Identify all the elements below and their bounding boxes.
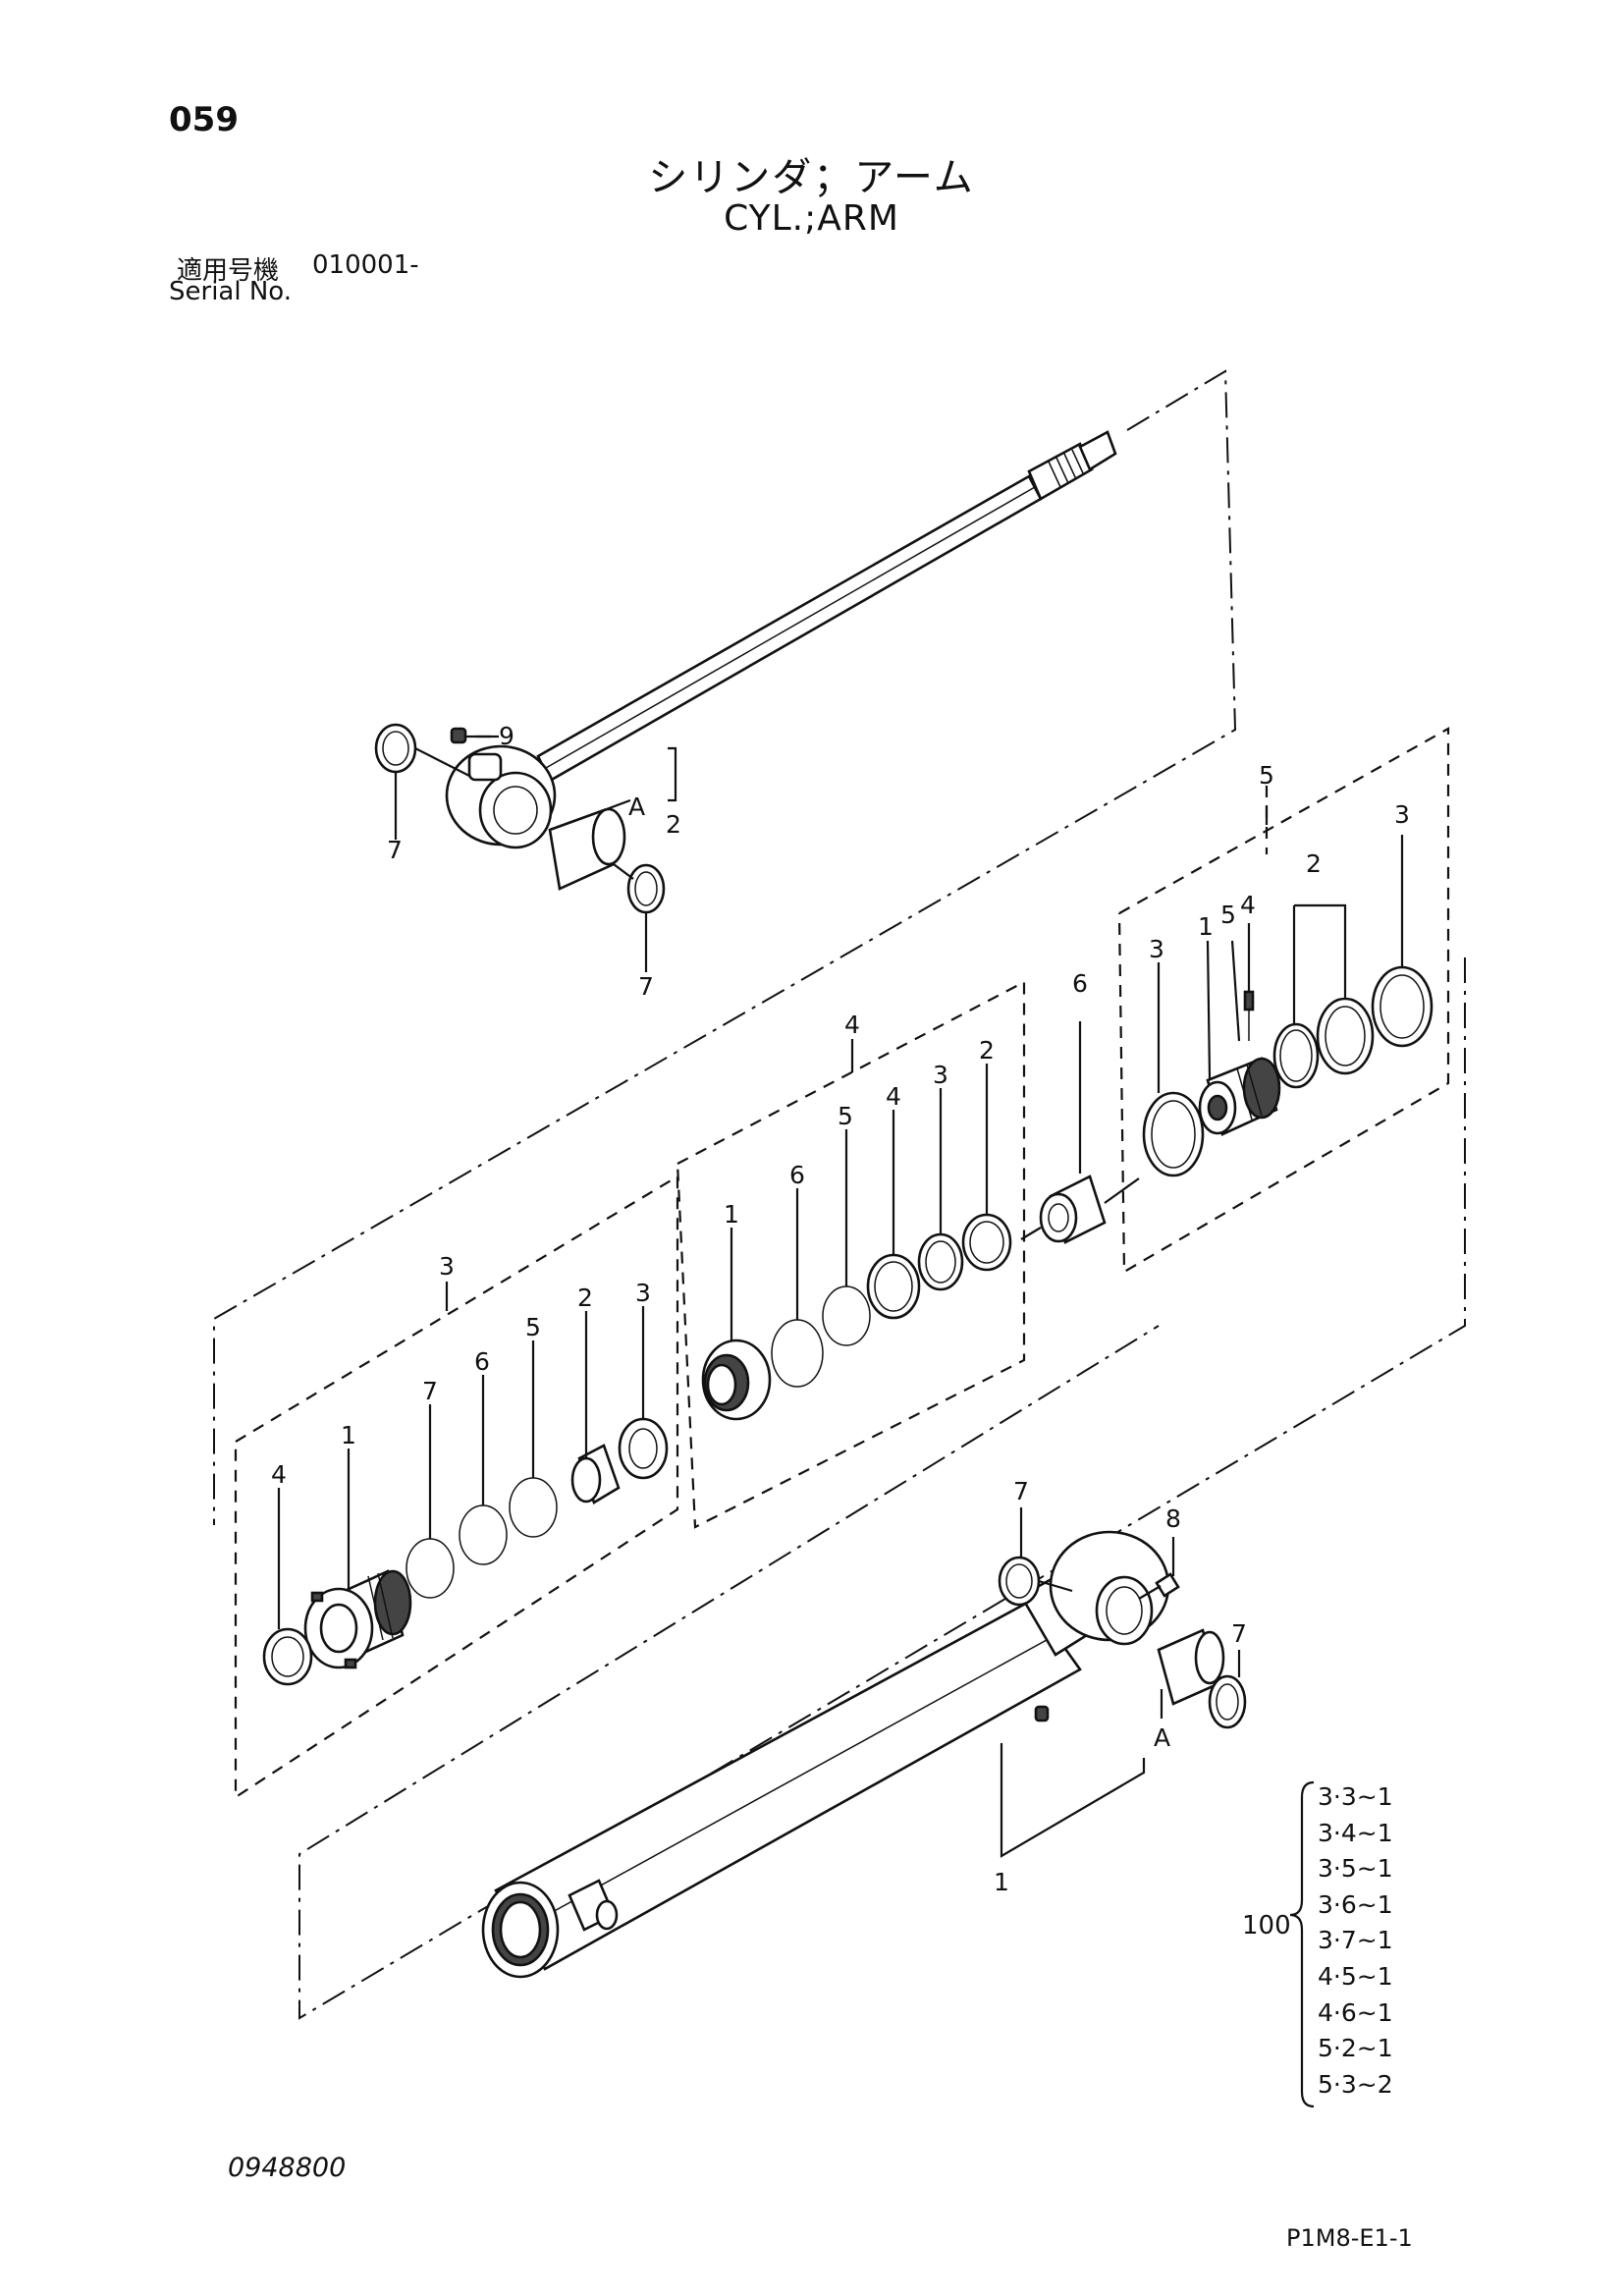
kit-item: 3·4~1 — [1318, 1818, 1393, 1847]
rod-bushing — [548, 807, 626, 891]
serial-label-jp: 適用号機 — [177, 256, 280, 286]
callout-rod-wiper-left: 7 — [387, 836, 403, 864]
kit-item: 3·7~1 — [1318, 1926, 1393, 1955]
kit-item: 4·6~1 — [1318, 1997, 1393, 2027]
tube-grease-fitting-8 — [1138, 1572, 1180, 1600]
callout-tube-group: 1 — [994, 1868, 1009, 1896]
callout-head-body-1: 1 — [341, 1421, 356, 1449]
callout-head-bushing-2: 2 — [577, 1284, 593, 1312]
callout-head-seal-3: 3 — [933, 1061, 948, 1089]
callout-head-backup-6: 6 — [474, 1347, 490, 1376]
head-seal-4 — [866, 1253, 921, 1320]
head-seal-group-outline — [676, 980, 1026, 1529]
kit-item: 3·3~1 — [1318, 1782, 1393, 1811]
rod-group-outline — [213, 369, 1237, 1525]
callout-piston-nut: 3 — [1394, 800, 1410, 829]
callout-rod-wiper-lower: 7 — [638, 972, 654, 1001]
rod-tip — [1078, 430, 1117, 471]
callout-piston-setscrew: 4 — [1240, 891, 1256, 919]
head-ring-3 — [618, 1417, 669, 1480]
callout-tube-grease-8: 8 — [1165, 1504, 1181, 1533]
piston-setscrew — [1243, 990, 1255, 1011]
callout-head-seal-4: 4 — [886, 1082, 901, 1111]
piston-group-outline — [1117, 727, 1450, 1274]
callout-bushing-a: A — [628, 793, 645, 821]
tube-bushing — [1157, 1628, 1225, 1706]
head-oring-7 — [406, 1538, 455, 1599]
piston-seal-2b — [1272, 1022, 1320, 1089]
callout-rod-group: 2 — [666, 810, 681, 839]
kit-item: 5·2~1 — [1318, 2034, 1393, 2063]
callout-head-seal-5: 5 — [838, 1102, 853, 1130]
tube-wiper-7b — [1208, 1674, 1247, 1729]
head-oring-5 — [509, 1477, 558, 1538]
head-seal-6 — [771, 1319, 824, 1388]
piston-ring-outer — [1142, 1091, 1205, 1177]
callout-head-oring-7: 7 — [422, 1377, 438, 1405]
callout-grease-fitting: 9 — [499, 722, 514, 750]
kit-label: 100 — [1242, 1911, 1291, 1941]
tube-group-outline — [298, 957, 1466, 2020]
piston-body — [1198, 1057, 1281, 1136]
head-bushing-2 — [570, 1444, 621, 1504]
piston-nut-3 — [1371, 965, 1434, 1048]
page-title-jp: シリンダ；アーム — [648, 155, 975, 200]
callout-head-wiper-4: 4 — [271, 1460, 287, 1489]
rod-assembly: 9 A 2 7 7 — [213, 369, 1237, 1525]
kit-item: 4·5~1 — [1318, 1961, 1393, 1991]
head-group-outline — [234, 1175, 679, 1800]
head-seal-group: 4 2 3 4 5 6 1 — [676, 980, 1026, 1529]
kit-item: 3·5~1 — [1318, 1854, 1393, 1884]
callout-head-seal-group: 4 — [844, 1011, 860, 1039]
callout-head-seal-1: 1 — [724, 1200, 739, 1229]
cylinder-tube-assembly: 7 8 7 A 1 — [298, 957, 1466, 2020]
callout-cushion-bearing: 6 — [1072, 969, 1088, 998]
serial-value: 010001- — [312, 250, 419, 280]
callout-tube-wiper-7a: 7 — [1013, 1477, 1029, 1505]
page-code: P1M8-E1-1 — [1286, 2224, 1413, 2252]
callout-head-oring-5: 5 — [525, 1313, 541, 1341]
callout-piston-screw: 5 — [1220, 901, 1236, 929]
doc-number: 0948800 — [228, 2153, 347, 2183]
kit-list: 3·3~1 3·4~1 3·5~1 3·6~1 3·7~1 4·5~1 4·6~… — [1318, 1779, 1393, 2103]
page-number: 059 — [169, 100, 239, 139]
callout-piston-group: 5 — [1259, 761, 1274, 790]
tube-port — [568, 1879, 619, 1932]
page-title-en: CYL.;ARM — [724, 198, 899, 239]
kit-item: 5·3~2 — [1318, 2069, 1393, 2099]
head-seal-5 — [822, 1285, 871, 1346]
callout-piston-ring-outer: 3 — [1149, 935, 1164, 963]
head-backup-6 — [459, 1504, 508, 1565]
serial-label-en: Serial No. — [169, 277, 292, 306]
rod-eye-boss — [467, 752, 503, 782]
kit-brace — [1289, 1780, 1315, 2108]
head-group: 3 3 2 5 6 7 1 4 — [234, 1175, 679, 1800]
tube-small-port — [1034, 1705, 1050, 1722]
piston-group: 5 3 2 1 5 4 3 — [1117, 727, 1450, 1274]
callout-piston-body: 1 — [1198, 912, 1214, 941]
callout-tube-bushing-a: A — [1154, 1723, 1170, 1752]
callout-piston-seal-pair: 2 — [1306, 849, 1322, 878]
callout-head-seal-2: 2 — [979, 1036, 995, 1065]
callout-head-ring-3: 3 — [635, 1279, 651, 1307]
kit-item: 3·6~1 — [1318, 1889, 1393, 1919]
cushion-bearing: 6 — [1020, 969, 1140, 1244]
head-seal-1 — [701, 1339, 772, 1421]
callout-tube-wiper-7b: 7 — [1231, 1619, 1247, 1648]
head-body-1 — [303, 1569, 412, 1669]
callout-head-group: 3 — [439, 1252, 455, 1281]
callout-head-seal-6: 6 — [789, 1161, 805, 1189]
